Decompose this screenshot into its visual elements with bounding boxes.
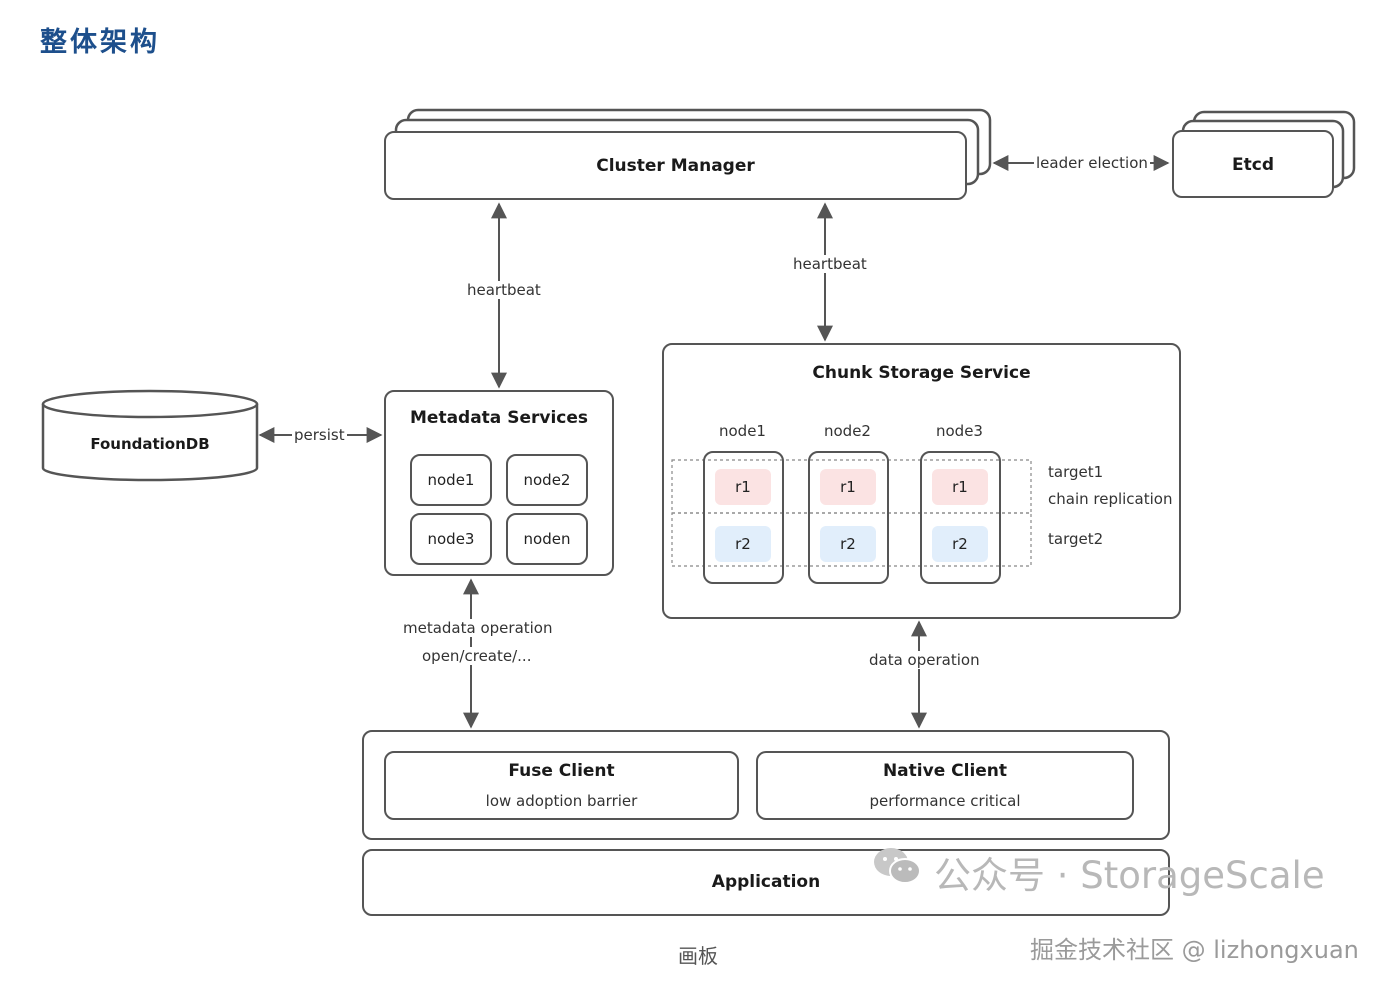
application-title: Application — [711, 872, 821, 892]
cluster-manager-box: Cluster Manager — [384, 131, 967, 200]
replica-r2-chip: r2 — [932, 526, 988, 562]
page-heading: 整体架构 — [40, 27, 160, 58]
metadata-node: node2 — [506, 454, 588, 506]
leader-election-label: leader election — [1034, 154, 1150, 172]
clients-container: Fuse Client low adoption barrier Native … — [362, 730, 1170, 840]
heartbeat-left-label: heartbeat — [465, 281, 543, 299]
application-box: Application — [362, 849, 1170, 916]
metadata-services-box: Metadata Services node1 node2 node3 node… — [384, 390, 614, 576]
native-client-box: Native Client performance critical — [756, 751, 1134, 820]
replica-r2-chip: r2 — [820, 526, 876, 562]
target2-label: target2 — [1048, 530, 1104, 548]
storage-node-label: node2 — [822, 422, 873, 440]
juejin-watermark: 掘金技术社区 @ lizhongxuan — [1030, 936, 1359, 964]
chunk-storage-box: Chunk Storage Service — [662, 343, 1181, 619]
fuse-client-title: Fuse Client — [508, 761, 615, 781]
heartbeat-right-label: heartbeat — [791, 255, 869, 273]
metadata-operation-label: metadata operation — [401, 619, 555, 637]
storage-node-column — [703, 451, 784, 584]
metadata-node: node3 — [410, 513, 492, 565]
cluster-manager-title: Cluster Manager — [596, 156, 755, 176]
metadata-operation-sublabel: open/create/... — [420, 647, 534, 665]
persist-label: persist — [292, 426, 347, 444]
replica-r2-chip: r2 — [715, 526, 771, 562]
replica-r1-chip: r1 — [820, 469, 876, 505]
target1-band — [671, 459, 1032, 514]
chunk-storage-title: Chunk Storage Service — [812, 363, 1031, 383]
target2-band — [671, 512, 1032, 567]
data-operation-label: data operation — [867, 651, 982, 669]
storage-node-column — [808, 451, 889, 584]
metadata-node: noden — [506, 513, 588, 565]
etcd-title: Etcd — [1232, 155, 1274, 175]
fuse-client-subtitle: low adoption barrier — [485, 792, 638, 810]
storage-node-label: node1 — [717, 422, 768, 440]
native-client-subtitle: performance critical — [869, 792, 1021, 810]
replica-r1-chip: r1 — [932, 469, 988, 505]
chain-replication-label: chain replication — [1048, 490, 1173, 508]
storage-node-column — [920, 451, 1001, 584]
wechat-watermark: 公众号 · StorageScale — [934, 854, 1325, 897]
native-client-title: Native Client — [882, 761, 1008, 781]
etcd-box: Etcd — [1172, 130, 1334, 198]
canvas-label: 画板 — [678, 944, 718, 968]
metadata-services-title: Metadata Services — [410, 408, 588, 428]
metadata-node: node1 — [410, 454, 492, 506]
foundationdb-title: FoundationDB — [90, 435, 210, 453]
replica-r1-chip: r1 — [715, 469, 771, 505]
target1-label: target1 — [1048, 463, 1104, 481]
fuse-client-box: Fuse Client low adoption barrier — [384, 751, 739, 820]
storage-node-label: node3 — [934, 422, 985, 440]
foundationdb-cylinder — [41, 389, 259, 482]
wechat-icon — [872, 846, 924, 886]
